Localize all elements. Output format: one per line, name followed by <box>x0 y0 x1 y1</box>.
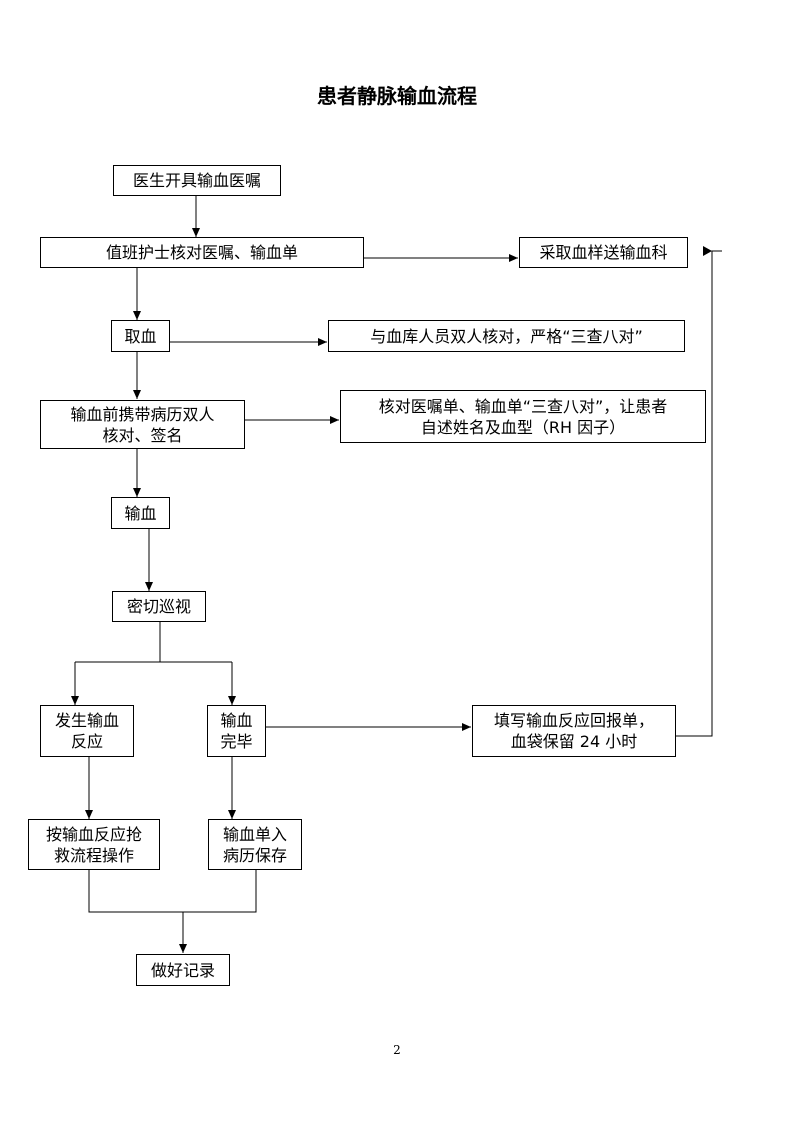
split-connector <box>75 622 161 663</box>
node-transfuse: 输血 <box>111 497 170 529</box>
node-monitor: 密切巡视 <box>112 591 206 622</box>
node-verify: 核对医嘱单、输血单“三查八对”，让患者 自述姓名及血型（RH 因子） <box>340 390 706 443</box>
node-blood-sample: 采取血样送输血科 <box>519 237 688 268</box>
node-report: 填写输血反应回报单， 血袋保留 24 小时 <box>472 705 676 757</box>
node-rescue: 按输血反应抢 救流程操作 <box>28 819 160 870</box>
node-fetch-blood: 取血 <box>111 320 170 352</box>
page-number: 2 <box>393 1043 401 1057</box>
merge-connector <box>88 870 257 913</box>
node-complete: 输血 完毕 <box>207 705 266 757</box>
node-double-check-bank: 与血库人员双人核对，严格“三查八对” <box>328 320 685 352</box>
node-doctor-order: 医生开具输血医嘱 <box>113 165 281 196</box>
node-archive: 输血单入 病历保存 <box>208 819 302 870</box>
node-nurse-check: 值班护士核对医嘱、输血单 <box>40 237 364 268</box>
page-title: 患者静脉输血流程 <box>317 84 477 108</box>
node-pre-check: 输血前携带病历双人 核对、签名 <box>40 400 245 449</box>
node-record: 做好记录 <box>136 954 230 986</box>
node-reaction: 发生输血 反应 <box>40 705 134 757</box>
